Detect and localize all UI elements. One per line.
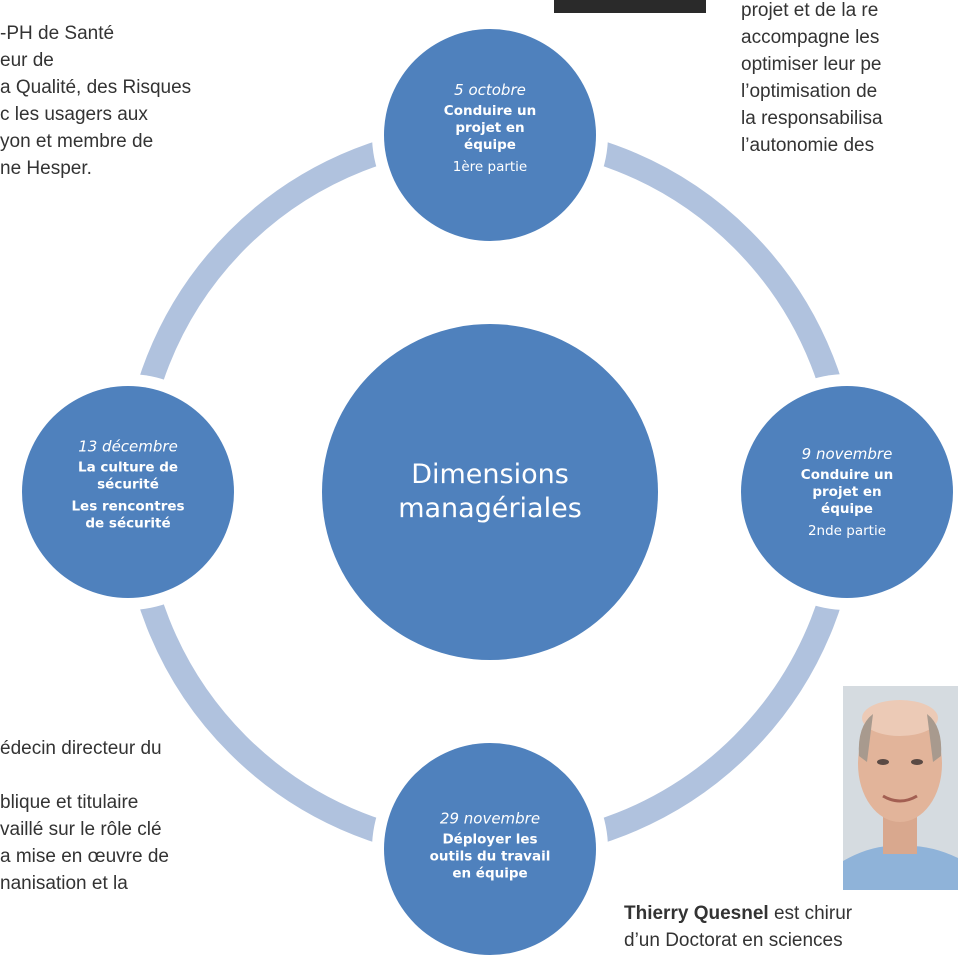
portrait-photo-top	[554, 0, 706, 13]
node-circle-left	[22, 386, 234, 598]
text-line: d’un Doctorat en sciences	[624, 930, 843, 951]
text-line: vaillé sur le rôle clé	[0, 819, 162, 840]
text-line: l’autonomie des	[741, 135, 875, 156]
right-bottom-text-block: Thierry Quesnel est chirur d’un Doctorat…	[624, 900, 852, 954]
text-line: nanisation et la	[0, 873, 128, 894]
text-line: l’optimisation de	[741, 81, 878, 102]
text-fragment: est chirur	[768, 903, 853, 924]
node-date: 9 novembre	[801, 445, 893, 463]
node-title-line: équipe	[464, 137, 516, 153]
text-line: c les usagers aux	[0, 104, 148, 125]
node-title-line: Les rencontres	[71, 498, 185, 515]
person-name: Thierry Quesnel	[624, 903, 769, 924]
node-subtitle: 2nde partie	[807, 523, 887, 539]
node-date: 29 novembre	[439, 809, 541, 828]
text-line: la responsabilisa	[741, 108, 883, 129]
node-date: 5 octobre	[454, 81, 526, 99]
center-title-line1: Dimensions	[411, 459, 569, 490]
node-title-line: outils du travail	[429, 848, 551, 865]
node-circle-bottom	[384, 743, 596, 955]
node-circle-right	[741, 386, 953, 598]
text-line: a mise en œuvre de	[0, 846, 169, 867]
text-line: ne Hesper.	[0, 158, 92, 179]
portrait-photo-thierry-quesnel	[843, 686, 958, 890]
text-line: accompagne les	[741, 27, 880, 48]
left-top-text-block: -PH de Santé eur de a Qualité, des Risqu…	[0, 20, 191, 182]
text-line: blique et titulaire	[0, 792, 139, 813]
node-title-line: de sécurité	[85, 515, 171, 532]
node-top-label: 5 octobre Conduire un projet en équipe 1…	[444, 79, 536, 177]
text-line: optimiser leur pe	[741, 54, 882, 75]
node-title-line: Conduire un	[800, 467, 894, 483]
node-title-line: en équipe	[452, 865, 528, 882]
text-line: édecin directeur du	[0, 738, 162, 759]
node-date: 13 décembre	[78, 437, 178, 456]
node-left-label: 13 décembre La culture de sécurité Les r…	[71, 436, 184, 533]
node-title-line: Conduire un	[443, 103, 537, 119]
node-right-label: 9 novembre Conduire un projet en équipe …	[801, 443, 893, 541]
center-label: Dimensions managériales	[398, 458, 582, 526]
node-subtitle: 1ère partie	[452, 159, 528, 175]
text-line: projet et de la re	[741, 0, 879, 21]
node-circle-top	[384, 29, 596, 241]
left-bottom-text-block: édecin directeur du blique et titulaire …	[0, 735, 169, 897]
node-title-line: projet en	[455, 120, 525, 136]
node-title-line: sécurité	[97, 476, 159, 493]
text-line: eur de	[0, 50, 54, 71]
text-line: yon et membre de	[0, 131, 154, 152]
text-line: -PH de Santé	[0, 23, 115, 44]
node-title-line: projet en	[812, 484, 882, 500]
center-circle	[322, 324, 658, 660]
node-title-line: équipe	[821, 501, 873, 517]
text-line: a Qualité, des Risques	[0, 77, 192, 98]
node-title-line: La culture de	[77, 459, 179, 476]
node-bottom-label: 29 novembre Déployer les outils du trava…	[430, 808, 551, 883]
center-title-line2: managériales	[398, 493, 582, 524]
right-top-text-block: projet et de la re accompagne les optimi…	[741, 0, 883, 159]
node-title-line: Déployer les	[442, 831, 538, 848]
